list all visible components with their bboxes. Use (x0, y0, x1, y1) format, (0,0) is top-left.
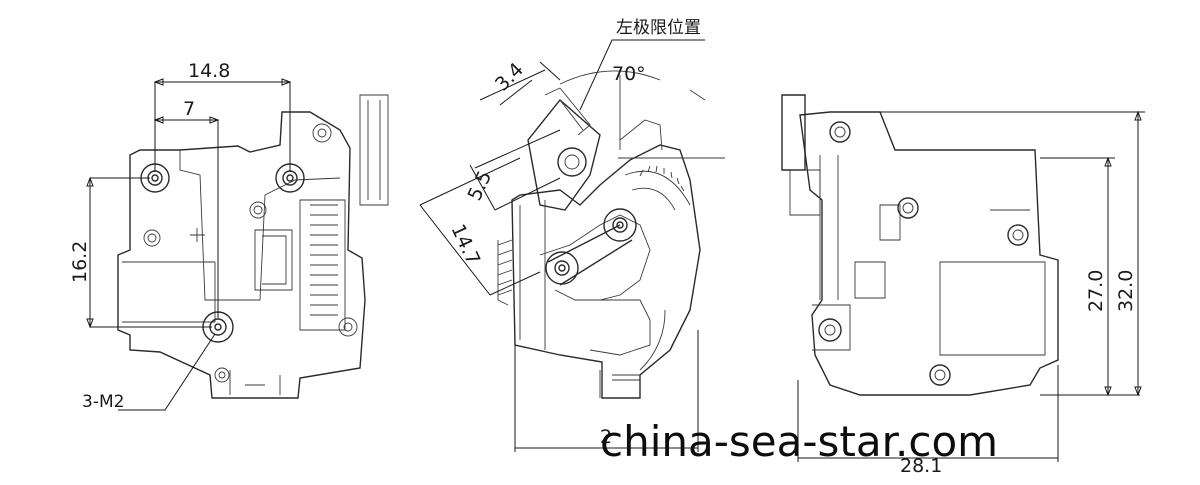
dim-14-8-label: 14.8 (188, 60, 230, 82)
right-view (781, 94, 1145, 462)
dim-7-label: 7 (183, 98, 195, 120)
dim-right-bottom-line (797, 365, 1059, 462)
dim-14-7-line (419, 157, 541, 296)
dim-3-4-label: 3.4 (491, 59, 528, 96)
left-view (86, 78, 389, 411)
leader-3-m2 (118, 333, 216, 411)
dim-14-7-label: 14.7 (446, 221, 484, 269)
dim-70-label: 70° (612, 63, 646, 85)
dim-3-4-line (479, 61, 561, 106)
dim-mid-bottom-label: 2 (600, 426, 612, 448)
dim-7-line (155, 119, 219, 318)
right-body-outline (799, 111, 1059, 396)
left-body-outline (117, 111, 366, 399)
dim-5-5-line (469, 129, 561, 211)
screw-note-label: 3-M2 (82, 392, 124, 412)
limit-position-label: 左极限位置 (616, 18, 701, 38)
dim-27-line (1040, 157, 1140, 396)
dim-32-label: 32.0 (1115, 270, 1137, 312)
dim-mid-bottom-line (514, 330, 699, 452)
dim-right-bottom-label: 28.1 (900, 455, 942, 477)
dim-16-2-line (89, 177, 212, 328)
middle-view (419, 39, 725, 452)
leader-limit-position (579, 39, 705, 111)
dim-14-8-line (154, 81, 291, 172)
dim-27-label: 27.0 (1085, 270, 1107, 312)
dim-32-line (880, 111, 1145, 395)
dim-5-5-label: 5.5 (464, 167, 497, 204)
dim-16-2-label: 16.2 (69, 241, 91, 283)
mid-body-outline (511, 144, 701, 399)
watermark-text: china-sea-star.com (600, 417, 998, 466)
